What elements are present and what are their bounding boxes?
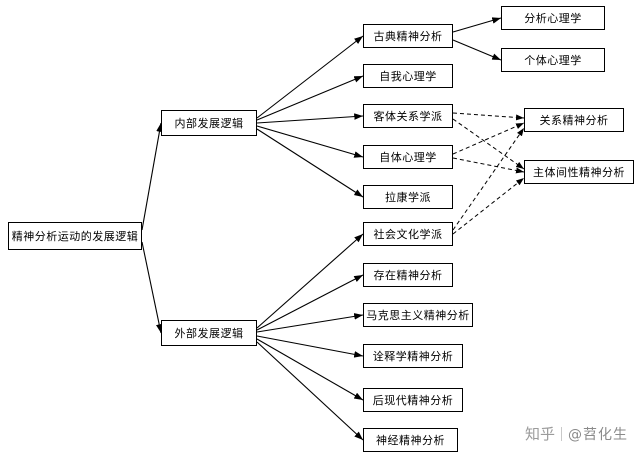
node-outer-logic[interactable]: 外部发展逻辑 bbox=[161, 320, 257, 346]
node-hermeneutic-psychoanalysis[interactable]: 诠释学精神分析 bbox=[363, 344, 463, 368]
node-marxist-psychoanalysis[interactable]: 马克思主义精神分析 bbox=[363, 303, 473, 327]
watermark: 知乎 @苕化生 bbox=[525, 423, 628, 444]
node-neuropsychoanalysis[interactable]: 神经精神分析 bbox=[363, 428, 458, 452]
node-analytical-psychology[interactable]: 分析心理学 bbox=[501, 6, 605, 30]
zhihu-logo-icon: 知乎 bbox=[524, 425, 555, 443]
node-sociocultural-school[interactable]: 社会文化学派 bbox=[363, 222, 453, 246]
node-existential-psychoanalysis[interactable]: 存在精神分析 bbox=[363, 263, 453, 287]
node-object-relations[interactable]: 客体关系学派 bbox=[363, 104, 453, 128]
node-intersubjective-psychoanalysis[interactable]: 主体间性精神分析 bbox=[524, 160, 634, 184]
node-lacanian-school[interactable]: 拉康学派 bbox=[363, 185, 453, 209]
node-inner-logic[interactable]: 内部发展逻辑 bbox=[161, 110, 257, 136]
solid-edges bbox=[141, 17, 502, 441]
node-postmodern-psychoanalysis[interactable]: 后现代精神分析 bbox=[363, 388, 463, 412]
watermark-username: @苕化生 bbox=[568, 426, 628, 443]
node-relational-psychoanalysis[interactable]: 关系精神分析 bbox=[524, 108, 624, 132]
dashed-edges bbox=[452, 112, 525, 235]
watermark-divider bbox=[561, 426, 562, 441]
node-root[interactable]: 精神分析运动的发展逻辑 bbox=[8, 222, 142, 250]
node-ego-psychology[interactable]: 自我心理学 bbox=[363, 64, 453, 88]
node-individual-psychology[interactable]: 个体心理学 bbox=[501, 48, 605, 72]
node-classical-psychoanalysis[interactable]: 古典精神分析 bbox=[363, 24, 453, 48]
node-self-psychology[interactable]: 自体心理学 bbox=[363, 145, 453, 169]
